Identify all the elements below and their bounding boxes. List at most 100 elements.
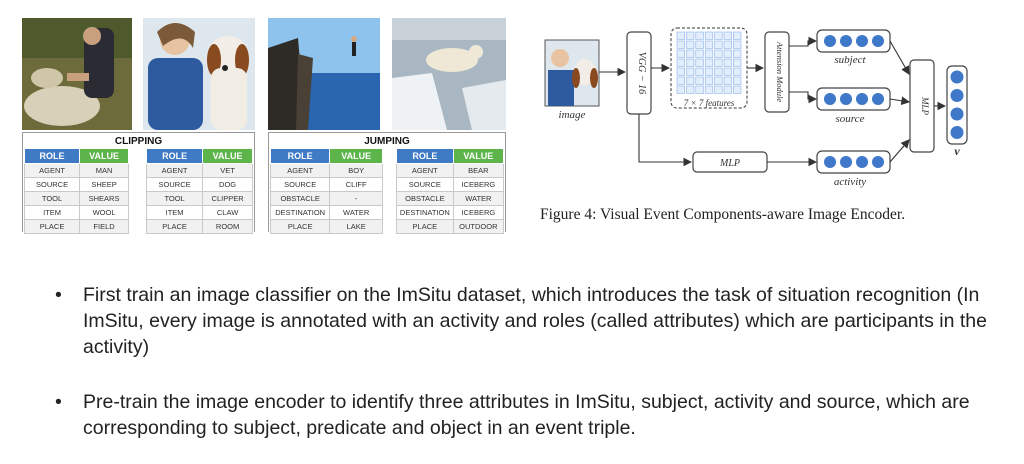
feature-cell [704, 49, 714, 58]
vector-node [872, 93, 884, 105]
arrow-attention-to-subject [789, 36, 818, 47]
value-cell: BEAR [452, 163, 505, 178]
jumping-frame [268, 132, 506, 232]
arrow-vgg-to-mlp [638, 114, 693, 167]
figure-caption: Figure 4: Visual Event Components-aware … [540, 206, 906, 223]
value-header: VALUE [329, 148, 383, 164]
feature-cell [733, 31, 742, 40]
feature-cell [723, 49, 732, 58]
role-cell: OBSTACLE [269, 191, 331, 206]
value-cell: WOOL [79, 205, 129, 220]
role-cell: TOOL [145, 191, 204, 206]
value-cell: ICEBERG [452, 205, 505, 220]
feature-cell [695, 49, 704, 58]
role-cell: OBSTACLE [396, 191, 454, 206]
photo-bear-jumping-iceberg [392, 18, 506, 130]
activity-label: activity [834, 176, 866, 188]
feature-cell [676, 40, 685, 49]
feature-cell [704, 67, 714, 76]
feature-cell [704, 40, 714, 49]
feature-cell [686, 31, 695, 40]
feature-cell [686, 67, 695, 76]
output-node [950, 70, 964, 84]
feature-cell [704, 58, 714, 67]
feature-cell [676, 49, 685, 58]
vector-node [840, 35, 852, 47]
feature-cell [676, 31, 685, 40]
table-row: OBSTACLE- [269, 191, 383, 206]
role-cell: AGENT [145, 163, 204, 178]
role-cell: PLACE [23, 219, 81, 234]
subject-label: subject [834, 54, 866, 66]
role-cell: SOURCE [269, 177, 331, 192]
feature-cell [676, 76, 685, 85]
feature-cell [676, 58, 685, 67]
vector-node [840, 156, 852, 168]
value-cell: OUTDOOR [452, 219, 505, 234]
role-cell: SOURCE [396, 177, 454, 192]
role-cell: AGENT [269, 163, 331, 178]
feature-cell [704, 76, 714, 85]
value-header: VALUE [202, 148, 253, 164]
vector-node [824, 93, 836, 105]
feature-cell [714, 49, 723, 58]
bullet-item: • First train an image classifier on the… [55, 282, 1005, 360]
feature-cell [695, 40, 704, 49]
arrow-source-to-mlp [889, 96, 911, 106]
value-cell: CLAW [202, 205, 253, 220]
feature-cell [733, 40, 742, 49]
vector-node [856, 156, 868, 168]
role-header: ROLE [396, 148, 454, 164]
arrow-subject-to-mlp [889, 40, 910, 75]
vector-node [856, 93, 868, 105]
arrow-attention-to-source [789, 91, 818, 104]
role-cell: PLACE [396, 219, 454, 234]
value-cell: FIELD [79, 219, 129, 234]
feature-cell [733, 85, 742, 94]
feature-cell [695, 31, 704, 40]
feature-cell [733, 76, 742, 85]
arrow-activity-to-mlp [889, 139, 910, 163]
photo-man-clipping-sheep [22, 18, 132, 130]
output-vector-box [946, 65, 968, 145]
attention-module-block [764, 31, 790, 113]
feature-cell [714, 76, 723, 85]
vector-node [824, 35, 836, 47]
feature-cell [723, 85, 732, 94]
feature-cell [714, 40, 723, 49]
bullet-glyph: • [55, 391, 62, 413]
features-label: 7 × 7 features [684, 98, 735, 108]
value-cell: WATER [329, 205, 383, 220]
vector-node [872, 156, 884, 168]
feature-cell [676, 67, 685, 76]
vector-node [856, 35, 868, 47]
output-node [950, 107, 964, 121]
feature-cell [733, 58, 742, 67]
feature-cell [723, 58, 732, 67]
role-cell: ITEM [145, 205, 204, 220]
bullet-text: Pre-train the image encoder to identify … [83, 391, 970, 439]
feature-cell [733, 67, 742, 76]
feature-grid [670, 27, 748, 109]
mlp-small-label: MLP [719, 158, 740, 169]
encoder-diagram: image VGG − 16 7 × 7 features Attension … [544, 27, 968, 188]
feature-cell [695, 67, 704, 76]
feature-cell [714, 31, 723, 40]
feature-cell [704, 31, 714, 40]
output-label: v [954, 144, 960, 158]
feature-cell [695, 85, 704, 94]
vgg-label: VGG − 16 [636, 52, 647, 94]
photo-vet-with-dog [143, 18, 255, 130]
image-label: image [559, 109, 586, 121]
clipping-frame [22, 132, 255, 232]
feature-cell [686, 76, 695, 85]
